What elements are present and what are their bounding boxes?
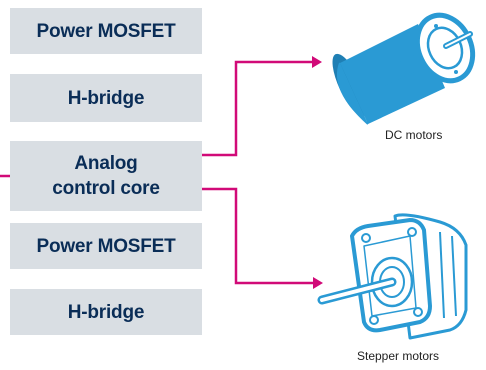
dc-motor-label: DC motors	[385, 128, 443, 142]
h-bridge-label-top: H-bridge	[67, 87, 145, 109]
h-bridge-label-bottom: H-bridge	[67, 301, 145, 323]
power-mosfet-label-bottom: Power MOSFET	[36, 235, 176, 257]
analog-core-label-line1: Analog	[74, 153, 138, 174]
analog-control-core-block: Analog control core	[10, 141, 202, 211]
power-mosfet-block-bottom: Power MOSFET	[10, 223, 202, 269]
dc-motor-arrowhead	[312, 56, 322, 68]
stepper-motor-connector-line	[202, 187, 313, 285]
stepper-motor-arrowhead	[313, 277, 323, 289]
h-bridge-block-top: H-bridge	[10, 74, 202, 122]
dc-motor-connector-line	[202, 60, 312, 157]
power-mosfet-label-top: Power MOSFET	[36, 20, 176, 42]
analog-core-label-line2: control core	[52, 178, 160, 199]
stepper-motor-label: Stepper motors	[357, 349, 440, 363]
power-mosfet-block-top: Power MOSFET	[10, 8, 202, 54]
h-bridge-block-bottom: H-bridge	[10, 289, 202, 335]
